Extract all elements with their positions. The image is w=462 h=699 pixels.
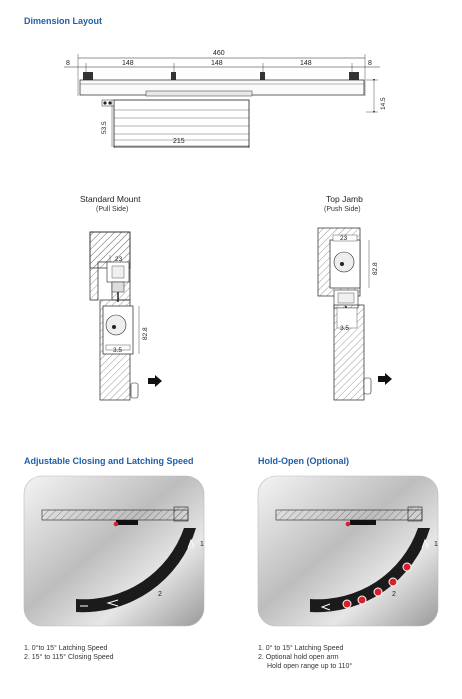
dim-total: 460: [213, 50, 225, 57]
hold-arc-label-2: 2: [392, 591, 396, 598]
mount-screws: [83, 72, 359, 80]
closing-arc: [76, 528, 196, 613]
closer-body: [113, 99, 250, 148]
note-left-2: 2. 15° to 115° Closing Speed: [24, 654, 114, 661]
dim-seg2: 148: [211, 60, 223, 67]
note-left-1: 1. 0°to 15° Latching Speed: [24, 645, 108, 652]
dim-seg1: 148: [122, 60, 134, 67]
notes-left: 1. 0°to 15° Latching Speed 2. 15° to 115…: [24, 644, 114, 662]
dim-right-edge: 8: [368, 60, 372, 67]
top-jamb-drawing: 23 82.8 3.5: [317, 227, 392, 401]
hold-open-panel: 1 2: [257, 475, 439, 627]
dim-body-length: 215: [173, 138, 185, 145]
adjustable-speed-heading: Adjustable Closing and Latching Speed: [24, 456, 194, 466]
note-right-1: 1. 0° to 15° Latching Speed: [258, 645, 344, 652]
notes-right: 1. 0° to 15° Latching Speed 2. Optional …: [258, 644, 352, 671]
pivot-dot: [113, 521, 119, 527]
arc-label-1: 1: [200, 541, 204, 548]
standard-dim-bottom: 3.5: [113, 347, 122, 354]
topjamb-dim-top: 23: [340, 235, 348, 242]
note-right-3: Hold open range up to 110°: [267, 663, 353, 670]
hold-arc-label-1: 1: [434, 541, 438, 548]
dim-height-right: 14.5: [380, 97, 387, 110]
standard-dim-top: 23: [115, 256, 123, 263]
push-arrow-icon-right: [378, 373, 392, 385]
dim-height-left: 53.5: [101, 121, 108, 134]
dimension-layout-drawing: 460 8 148 148 148 8 14.5 53.5 215: [64, 50, 387, 148]
standard-mount-title: Standard Mount: [80, 194, 141, 204]
top-jamb-title: Top Jamb: [326, 194, 363, 204]
hold-open-heading: Hold-Open (Optional): [258, 456, 349, 466]
dim-seg3: 148: [300, 60, 312, 67]
adjustable-speed-panel: 1 2: [23, 475, 205, 627]
push-arrow-icon: [148, 375, 162, 387]
arc-label-2: 2: [158, 591, 162, 598]
dim-left-edge: 8: [66, 60, 70, 67]
topjamb-dim-body: 82.8: [372, 262, 379, 275]
standard-mount-subtitle: (Pull Side): [96, 206, 129, 213]
standard-dim-body: 82.8: [142, 327, 149, 340]
top-jamb-subtitle: (Push Side): [324, 206, 361, 213]
standard-mount-drawing: 23 82.8 3.5: [89, 231, 162, 401]
topjamb-dim-bottom: 3.5: [340, 325, 349, 332]
dimension-layout-heading: Dimension Layout: [24, 16, 103, 26]
note-right-2: 2. Optional hold open arm: [258, 654, 339, 661]
